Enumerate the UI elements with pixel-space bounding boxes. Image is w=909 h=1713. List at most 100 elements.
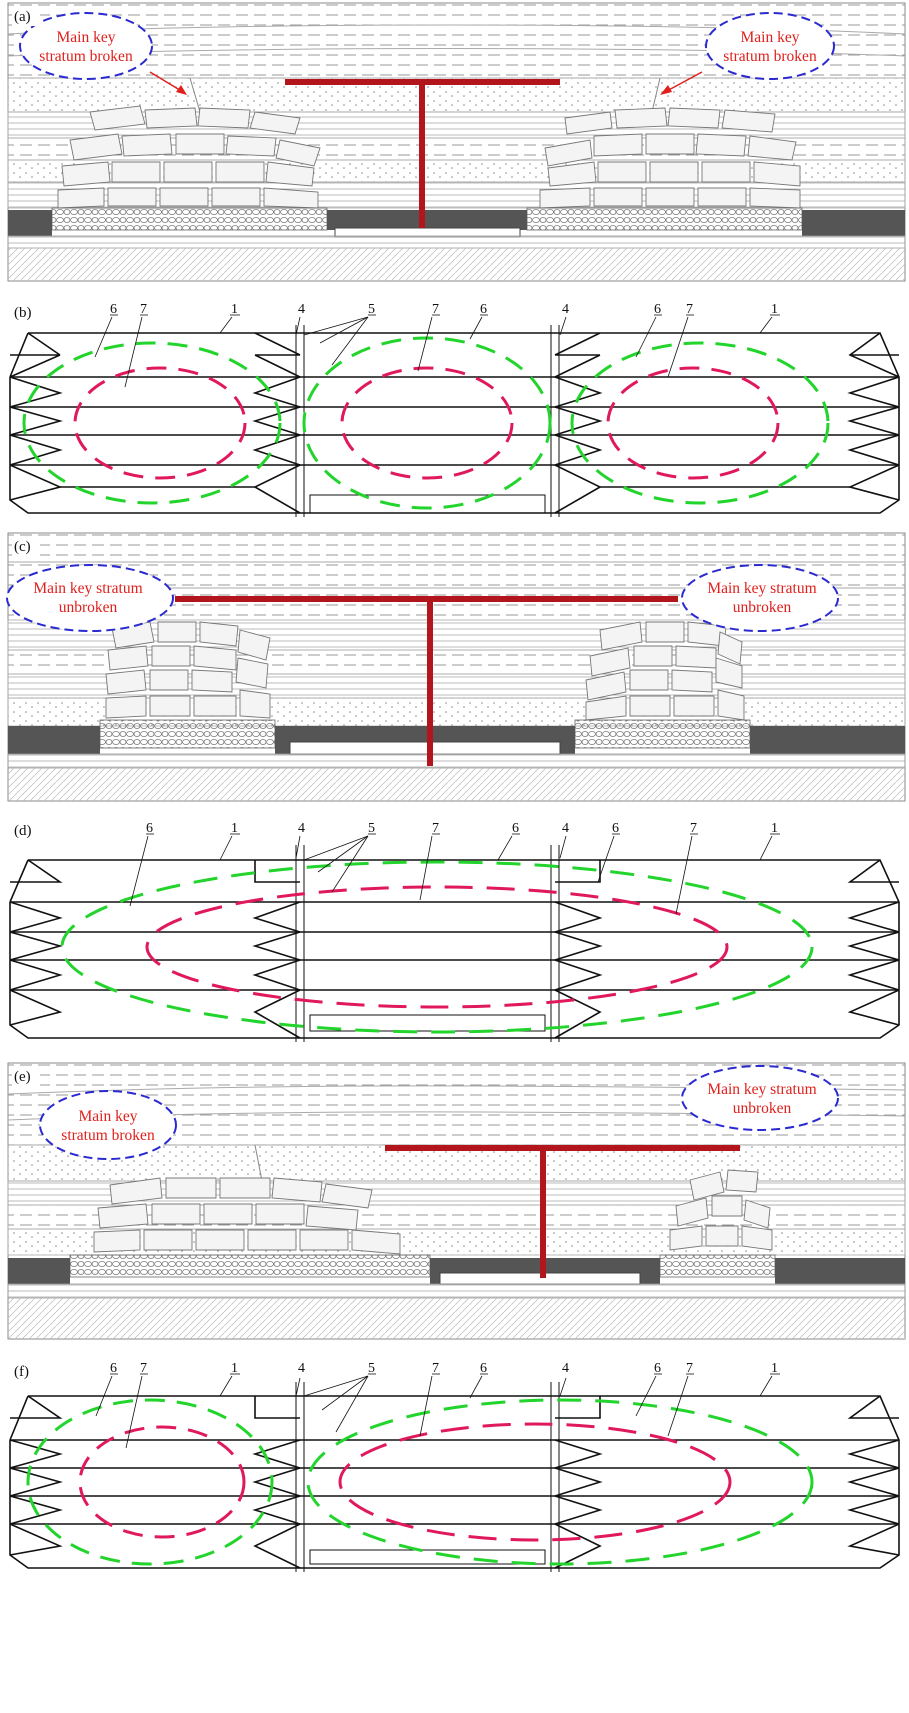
right-note-line-1: Main key stratum (707, 580, 816, 597)
callout-4: 4 (562, 302, 569, 317)
callout-7: 7 (140, 302, 147, 317)
right-pillar-group (554, 1395, 900, 1569)
callout-1: 1 (771, 1361, 778, 1376)
outer-zone-middle (302, 336, 552, 510)
callout-7: 7 (432, 821, 439, 836)
callout-1: 1 (231, 821, 238, 836)
panel-b-plan-view: (b) (0, 295, 909, 525)
inner-zone-right (606, 366, 780, 480)
callout-7: 7 (140, 1361, 147, 1376)
inner-zone-merged (338, 1422, 732, 1542)
panel-label-d: (d) (14, 823, 32, 839)
inner-zone-merged (145, 885, 729, 1009)
callout-7: 7 (690, 821, 697, 836)
left-caved-blocks (93, 1177, 401, 1255)
right-caved-blocks (539, 107, 801, 209)
callout-6: 6 (612, 821, 619, 836)
right-note-ellipse (705, 12, 835, 80)
right-pillar-group (554, 859, 900, 1039)
right-note-line-2: unbroken (733, 599, 792, 616)
outer-zone-merged (60, 860, 814, 1034)
right-caved-blocks (585, 621, 745, 721)
left-note-line-2: stratum broken (61, 1127, 155, 1144)
panel-label-c: (c) (14, 539, 31, 555)
inner-zone-left (78, 1425, 246, 1539)
callout-1: 1 (771, 302, 778, 317)
callout-6: 6 (512, 821, 519, 836)
panel-label-f: (f) (14, 1364, 29, 1380)
right-gob (526, 207, 803, 231)
coal-pillar (327, 210, 527, 230)
left-note-line-2: stratum broken (39, 48, 133, 65)
left-caved-blocks (57, 105, 321, 209)
callout-1: 1 (231, 302, 238, 317)
callout-6: 6 (110, 302, 117, 317)
outer-zone-right (570, 341, 830, 505)
left-pillar-group (9, 859, 301, 1039)
arrow-head-right (660, 85, 672, 95)
right-note-line-2: unbroken (733, 1100, 792, 1117)
left-pillar-group (9, 1395, 301, 1569)
middle-panel (295, 845, 560, 1042)
coal-seam-right (802, 210, 905, 236)
callout-6: 6 (480, 1361, 487, 1376)
panel-c-section-view: Main key stratum unbroken Main key strat… (0, 530, 909, 805)
inner-zone-left (73, 366, 247, 480)
right-note-line-1: Main key (741, 29, 800, 46)
left-note-ellipse (19, 12, 153, 80)
callout-4: 4 (298, 302, 305, 317)
middle-panel (295, 1382, 560, 1572)
panel-d-plan-view: (d) 6 (0, 810, 909, 1050)
coal-seam-left (8, 210, 52, 236)
left-note-ellipse (39, 1090, 177, 1160)
left-gob (51, 207, 328, 231)
right-gob (574, 719, 751, 749)
callout-6: 6 (110, 1361, 117, 1376)
callout-4: 4 (562, 1361, 569, 1376)
left-caved-blocks (105, 621, 271, 719)
callout-5: 5 (368, 821, 375, 836)
panel-label-b: (b) (14, 305, 32, 321)
callout-5: 5 (368, 1361, 375, 1376)
left-note-line-1: Main key stratum (33, 580, 142, 597)
right-note-line-1: Main key stratum (707, 1081, 816, 1098)
left-note-line-1: Main key (79, 1108, 138, 1125)
callout-7: 7 (432, 1361, 439, 1376)
left-gob (99, 719, 276, 749)
right-note-line-2: stratum broken (723, 48, 817, 65)
callout-1: 1 (231, 1361, 238, 1376)
callout-7: 7 (686, 1361, 693, 1376)
left-note-line-1: Main key (57, 29, 116, 46)
callout-6: 6 (654, 1361, 661, 1376)
right-gob (659, 1254, 776, 1278)
inner-zone-middle (340, 366, 514, 480)
left-note-line-2: unbroken (59, 599, 118, 616)
panel-label-e: (e) (14, 1069, 31, 1085)
left-pillar-group (9, 332, 301, 514)
callout-6: 6 (654, 302, 661, 317)
callout-4: 4 (562, 821, 569, 836)
callout-6: 6 (480, 302, 487, 317)
outer-zone-merged (306, 1398, 814, 1566)
callout-6: 6 (146, 821, 153, 836)
arrow-head-left (176, 85, 187, 95)
right-note-ellipse (681, 1065, 839, 1131)
right-caved-blocks (669, 1169, 773, 1251)
right-pillar-group (554, 332, 900, 514)
outer-zone-left (22, 341, 282, 505)
callout-5: 5 (368, 302, 375, 317)
panel-f-plan-view: (f) (0, 1350, 909, 1713)
left-gob (69, 1254, 431, 1278)
outer-zone-left (26, 1398, 274, 1566)
panel-e-section-view: Main key stratum broken Main key stratum… (0, 1060, 909, 1342)
left-note-ellipse (6, 564, 174, 632)
callout-1: 1 (771, 821, 778, 836)
callout-4: 4 (298, 1361, 305, 1376)
callout-4: 4 (298, 821, 305, 836)
callout-7: 7 (432, 302, 439, 317)
panel-label-a: (a) (14, 9, 31, 25)
callout-7: 7 (686, 302, 693, 317)
middle-panel (295, 325, 560, 517)
right-note-ellipse (681, 564, 839, 632)
panel-a-section-view: Main key stratum broken Main key stratum… (0, 0, 909, 285)
